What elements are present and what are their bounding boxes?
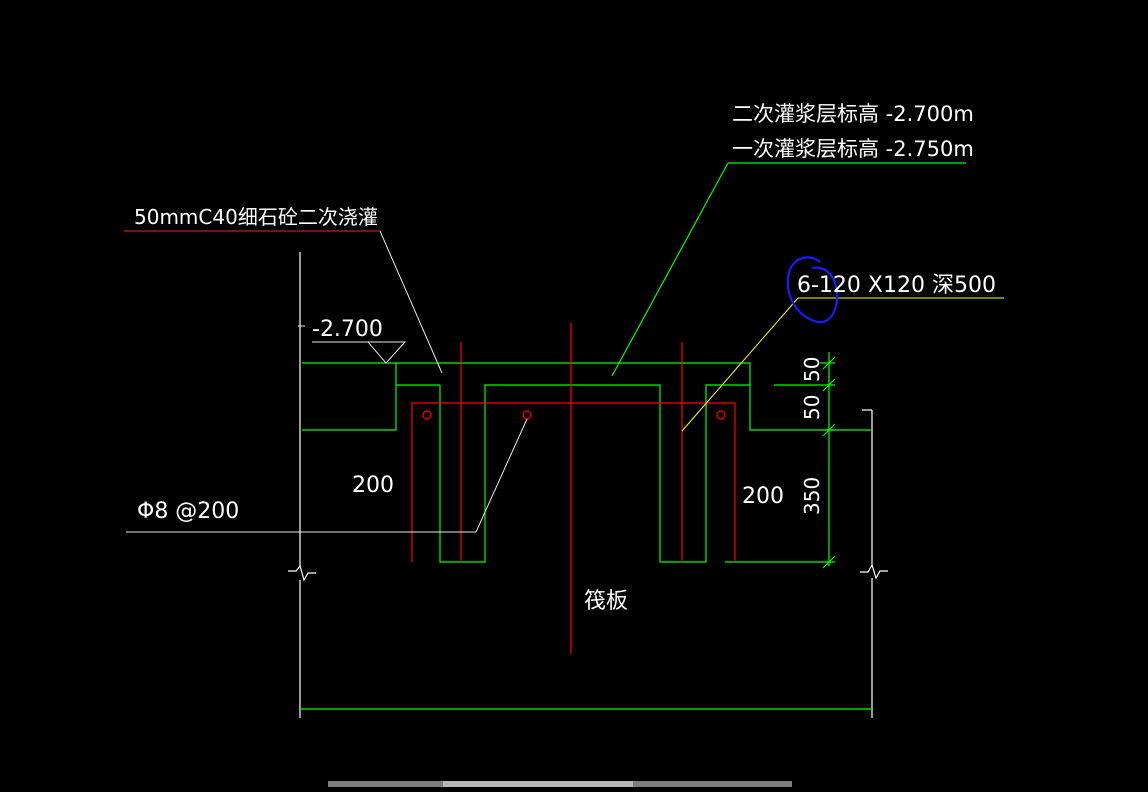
dimension-slash-363: [822, 356, 836, 370]
pocket-profile-line: [439, 384, 750, 563]
stirrup-line: [411, 402, 736, 562]
rebar-dot-icon: [716, 410, 726, 420]
dimension-50-mid: 50: [800, 395, 824, 420]
white-leaders: [126, 230, 528, 533]
rebar-dots: [422, 410, 726, 420]
right-dimension-group: [725, 352, 836, 569]
grout-level-first-label: 一次灌浆层标高 -2.750m: [732, 137, 974, 161]
raft-outline: [288, 252, 888, 718]
dimension-slash-385: [822, 378, 836, 392]
hole-spec-label: 6-120 X120 深500: [797, 273, 996, 298]
dimension-slash-430: [822, 423, 836, 437]
raft-label: 筏板: [584, 589, 628, 614]
annotation-circle-icon: [786, 256, 839, 324]
horizontal-scrollbar[interactable]: [328, 781, 792, 787]
fine-concrete-leader: [379, 230, 443, 374]
dimension-50-top: 50: [800, 357, 824, 382]
dimension-200-left: 200: [352, 473, 394, 498]
dimension-350: 350: [800, 477, 824, 515]
grout-label-leader-diagonal: [611, 162, 729, 377]
elevation-marker-icon: [366, 341, 407, 364]
dimension-200-right: 200: [742, 484, 784, 509]
grout-level-second-label: 二次灌浆层标高 -2.700m: [732, 102, 974, 126]
break-line-left-icon: [288, 564, 316, 582]
elevation-label: -2.700: [312, 317, 383, 342]
dimension-slash-562: [822, 555, 836, 569]
left-step-line: [302, 363, 397, 431]
rebar-leader-diagonal: [475, 418, 528, 533]
scrollbar-thumb[interactable]: [443, 781, 633, 787]
rebar-spec-label: Φ8 @200: [137, 499, 239, 524]
rebar-group: [411, 323, 736, 654]
fine-concrete-label: 50mmC40细石砼二次浇灌: [134, 205, 378, 229]
rebar-dot-icon: [422, 410, 432, 420]
concrete-profile: [302, 162, 966, 563]
hole-leader: [681, 297, 1004, 432]
break-line-right-icon: [860, 563, 888, 580]
rebar-dot-icon: [522, 410, 532, 420]
hole-leader-diagonal: [681, 297, 799, 432]
